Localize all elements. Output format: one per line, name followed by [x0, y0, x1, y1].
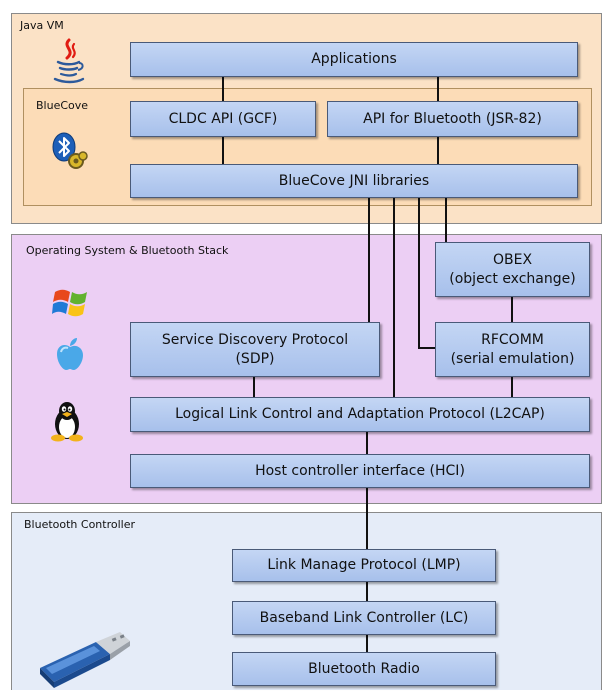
rfcomm-label-line2: (serial emulation): [450, 350, 575, 367]
cldc-api-box: CLDC API (GCF): [130, 101, 316, 137]
connector-rfcomm-l2cap: [511, 377, 513, 397]
sdp-label-line2: (SDP): [235, 350, 275, 367]
java-vm-title: Java VM: [20, 19, 64, 32]
connector-obex-rfcomm: [511, 297, 513, 322]
connector-hci-lmp: [366, 488, 368, 549]
jsr82-api-box: API for Bluetooth (JSR-82): [327, 101, 578, 137]
obex-box: OBEX (object exchange): [435, 242, 590, 297]
connector-sdp-l2cap: [253, 377, 255, 397]
rfcomm-box: RFCOMM (serial emulation): [435, 322, 590, 377]
lc-box: Baseband Link Controller (LC): [232, 601, 496, 635]
connector-lmp-lc: [366, 582, 368, 601]
lmp-box: Link Manage Protocol (LMP): [232, 549, 496, 582]
cldc-api-label: CLDC API (GCF): [168, 110, 278, 127]
lmp-label: Link Manage Protocol (LMP): [267, 557, 461, 573]
java-icon: [53, 38, 85, 84]
hci-label: Host controller interface (HCI): [255, 462, 465, 479]
connector-jsr82-jni: [437, 137, 439, 164]
jsr82-api-label: API for Bluetooth (JSR-82): [363, 110, 542, 127]
obex-label-line1: OBEX: [492, 251, 533, 268]
usb-dongle-icon: [40, 632, 130, 688]
hci-box: Host controller interface (HCI): [130, 454, 590, 488]
jni-libraries-box: BlueCove JNI libraries: [130, 164, 578, 198]
bluetooth-icon: [52, 132, 88, 169]
connector-jni-rfcomm-vertical: [418, 197, 420, 349]
connector-jni-sdp: [368, 197, 370, 325]
jni-libraries-label: BlueCove JNI libraries: [278, 172, 430, 189]
connector-cldc-jni: [222, 137, 224, 164]
connector-l2cap-hci: [366, 432, 368, 454]
radio-label: Bluetooth Radio: [308, 660, 420, 677]
connector-jni-obex: [445, 197, 447, 242]
windows-icon: [52, 289, 87, 317]
sdp-label-line1: Service Discovery Protocol: [161, 331, 349, 348]
bluecove-title: BlueCove: [36, 99, 89, 112]
applications-box: Applications: [130, 42, 578, 77]
lc-label: Baseband Link Controller (LC): [259, 609, 469, 626]
obex-label-line2: (object exchange): [449, 270, 576, 287]
connector-jni-rfcomm-horizontal: [418, 347, 435, 349]
connector-jni-l2cap: [393, 197, 395, 397]
connector-apps-jsr82: [437, 77, 439, 101]
controller-layer-title: Bluetooth Controller: [24, 518, 136, 531]
rfcomm-label-line1: RFCOMM: [481, 331, 544, 348]
connector-lc-radio: [366, 635, 368, 652]
radio-box: Bluetooth Radio: [232, 652, 496, 686]
l2cap-label: Logical Link Control and Adaptation Prot…: [175, 406, 545, 422]
linux-icon: [51, 402, 83, 442]
connector-apps-cldc: [222, 77, 224, 101]
applications-label: Applications: [311, 51, 397, 67]
os-layer-title: Operating System & Bluetooth Stack: [26, 244, 229, 257]
apple-icon: [57, 338, 83, 370]
sdp-box: Service Discovery Protocol (SDP): [130, 322, 380, 377]
l2cap-box: Logical Link Control and Adaptation Prot…: [130, 397, 590, 432]
